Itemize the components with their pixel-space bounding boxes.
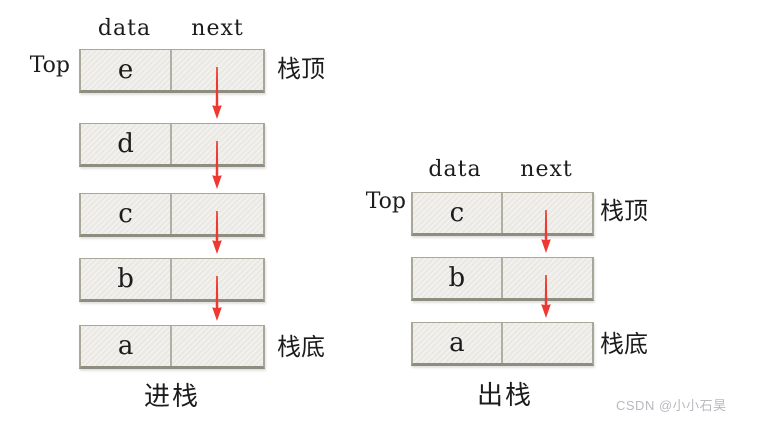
node-value: e bbox=[117, 55, 134, 85]
arrow-down-icon bbox=[212, 141, 222, 189]
push-caption: 进栈 bbox=[143, 382, 200, 412]
pop-node-c: c bbox=[411, 192, 594, 236]
node-value: c bbox=[118, 199, 133, 229]
arrow-down-icon bbox=[212, 276, 222, 321]
pop-top-pointer-label: Top bbox=[365, 189, 406, 214]
pop-caption: 出栈 bbox=[476, 381, 533, 411]
arrow-down-icon bbox=[212, 67, 222, 119]
node-value: c bbox=[449, 198, 465, 228]
arrow-down-icon bbox=[212, 211, 222, 254]
node-value: a bbox=[117, 331, 134, 361]
push-node-b: b bbox=[79, 258, 265, 302]
push-node-e-data-cell: e bbox=[81, 50, 173, 90]
node-value: b bbox=[448, 263, 466, 293]
node-value: a bbox=[449, 328, 465, 358]
pop-node-b: b bbox=[411, 257, 594, 301]
push-top-pointer-label: Top bbox=[29, 53, 70, 78]
pop-node-c-data-cell: c bbox=[413, 193, 503, 233]
arrow-down-icon bbox=[541, 210, 551, 253]
node-value: b bbox=[117, 264, 134, 294]
pop-column-header-next: next bbox=[520, 157, 573, 182]
push-node-d-data-cell: d bbox=[81, 124, 173, 164]
pop-stack-bottom-label: 栈底 bbox=[600, 330, 648, 358]
push-node-a: a bbox=[79, 325, 265, 369]
pop-stack-top-label: 栈顶 bbox=[600, 197, 648, 225]
push-node-a-next-cell bbox=[172, 326, 263, 366]
push-node-d: d bbox=[79, 123, 265, 167]
pop-node-a-next-cell bbox=[503, 323, 592, 363]
pop-column-header-data: data bbox=[428, 157, 482, 182]
csdn-watermark: CSDN @小小石昊 bbox=[616, 398, 727, 413]
push-stack-top-label: 栈顶 bbox=[277, 55, 325, 83]
push-stack-bottom-label: 栈底 bbox=[277, 333, 325, 361]
node-value: d bbox=[117, 129, 134, 159]
push-column-header-data: data bbox=[97, 16, 152, 41]
push-node-c-data-cell: c bbox=[81, 194, 173, 234]
pop-node-b-data-cell: b bbox=[413, 258, 503, 298]
arrow-down-icon bbox=[541, 275, 551, 318]
push-node-a-data-cell: a bbox=[81, 326, 173, 366]
push-node-b-data-cell: b bbox=[81, 259, 173, 299]
push-node-e: e bbox=[79, 49, 265, 93]
push-column-header-next: next bbox=[191, 16, 244, 41]
pop-node-a-data-cell: a bbox=[413, 323, 503, 363]
push-node-c: c bbox=[79, 193, 265, 237]
pop-node-a: a bbox=[411, 322, 594, 366]
